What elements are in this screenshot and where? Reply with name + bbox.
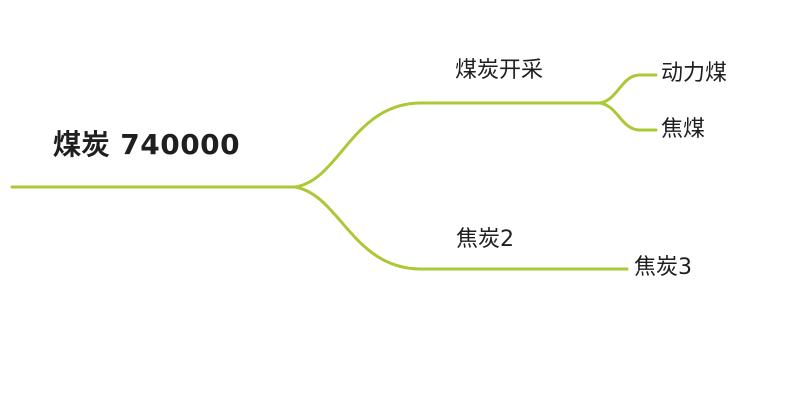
branch-coke2-connector: [293, 185, 629, 271]
branch-thermal-coal-connector: [598, 73, 658, 105]
node-coke2[interactable]: 焦炭2: [456, 227, 514, 252]
node-thermal-coal[interactable]: 动力煤: [661, 61, 728, 86]
node-coke3[interactable]: 焦炭3: [634, 255, 692, 280]
node-coal-mining[interactable]: 煤炭开采: [455, 58, 544, 83]
node-coking-coal[interactable]: 焦煤: [661, 117, 706, 142]
branch-coking-coal-connector: [598, 101, 658, 132]
branch-coal-mining-connector: [293, 101, 602, 189]
node-root[interactable]: 煤炭 740000: [53, 128, 241, 161]
